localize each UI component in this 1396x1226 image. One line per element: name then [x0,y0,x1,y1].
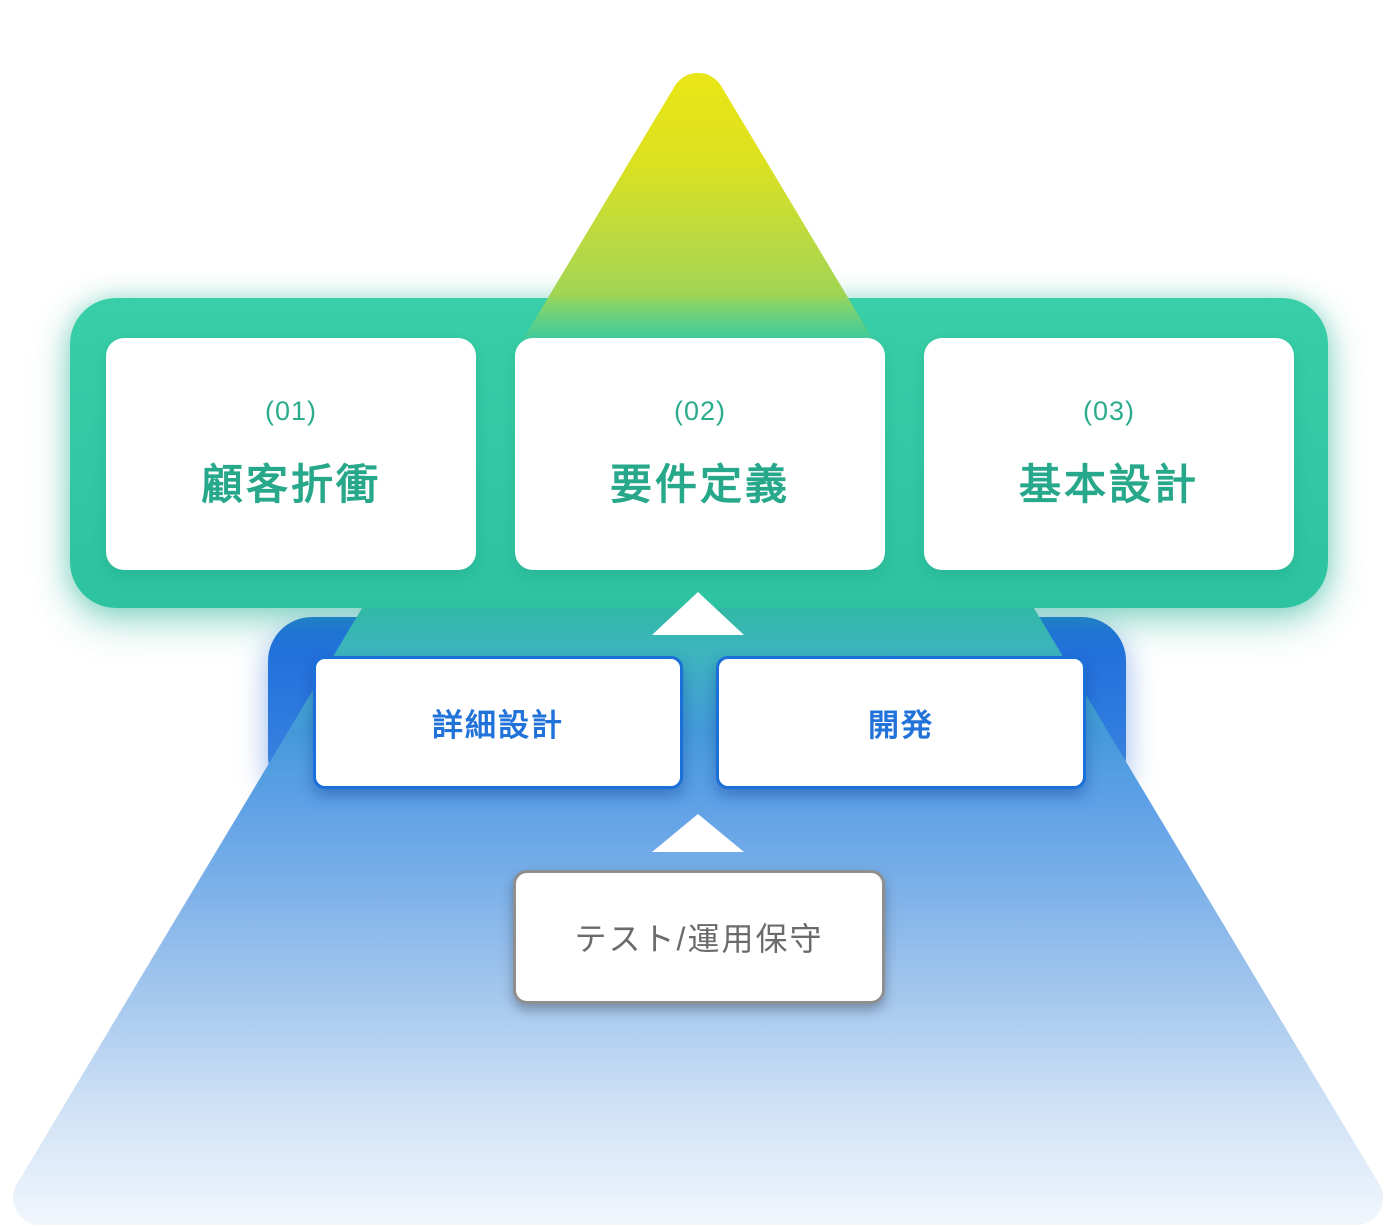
step-title: 要件定義 [609,461,790,508]
step-number: (02) [673,396,726,426]
middle-card-row: 詳細設計 開発 [313,656,1086,789]
step-title: 基本設計 [1018,461,1199,508]
card-test-operations: テスト/運用保守 [513,870,885,1004]
card-label: 詳細設計 [432,708,564,743]
card-detailed-design: 詳細設計 [313,656,683,789]
card-step-02: (02) 要件定義 [515,338,885,570]
card-development: 開発 [716,656,1086,789]
card-label: テスト/運用保守 [574,921,824,957]
up-arrow-icon [652,814,744,852]
step-title: 顧客折衝 [200,461,381,508]
card-step-01: (01) 顧客折衝 [106,338,476,570]
card-step-03: (03) 基本設計 [924,338,1294,570]
top-card-row: (01) 顧客折衝 (02) 要件定義 (03) 基本設計 [106,338,1294,570]
card-label: 開発 [868,708,934,743]
step-number: (03) [1082,396,1135,426]
step-number: (01) [264,396,317,426]
